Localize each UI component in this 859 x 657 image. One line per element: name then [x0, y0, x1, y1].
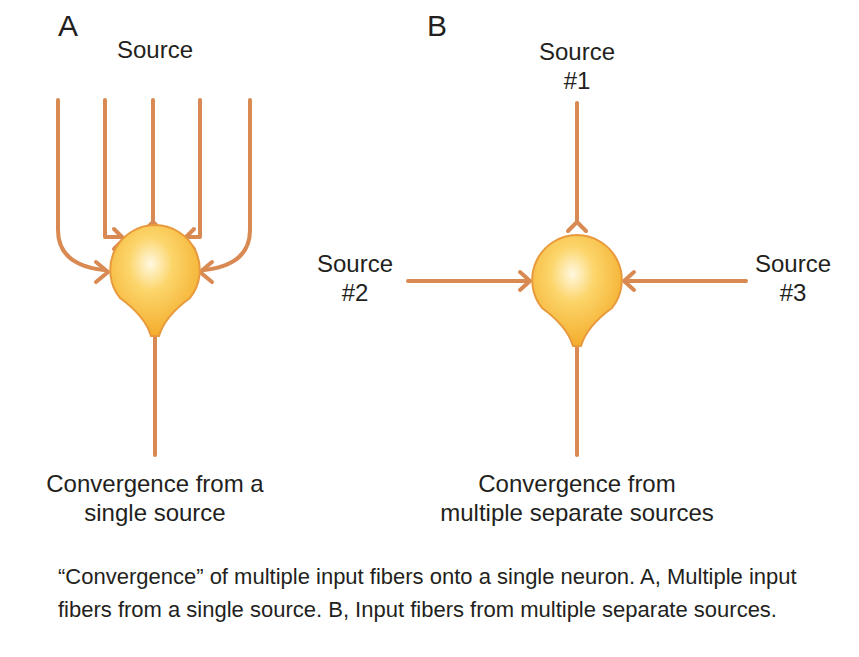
source-label: Source #3 [755, 250, 831, 308]
source-label: Source #1 [539, 38, 615, 96]
panel-caption: Convergence from multiple separate sourc… [436, 470, 718, 528]
input-fiber [204, 100, 250, 270]
synapse-terminal [624, 272, 634, 290]
source-label: Source #2 [317, 250, 393, 308]
synapse-terminal [568, 222, 586, 231]
panel-letter: B [427, 8, 447, 44]
axon [575, 330, 579, 455]
synapse-terminal [520, 272, 530, 290]
input-fiber [408, 279, 528, 283]
input-fiber [186, 100, 200, 237]
panel-letter: A [58, 8, 78, 44]
panel-caption: Convergence from a single source [24, 470, 286, 528]
axon [153, 330, 157, 455]
figure-caption: “Convergence” of multiple input fibers o… [58, 560, 838, 626]
input-fiber [626, 279, 746, 283]
input-fiber [105, 100, 122, 237]
source-label: Source [117, 36, 193, 65]
neuron-body [532, 235, 622, 346]
input-fiber [58, 100, 104, 270]
synapse-terminal [96, 262, 108, 282]
input-fiber [151, 100, 155, 222]
neuron-body [110, 225, 200, 336]
input-fiber [575, 103, 579, 222]
synapse-terminal [200, 262, 212, 282]
